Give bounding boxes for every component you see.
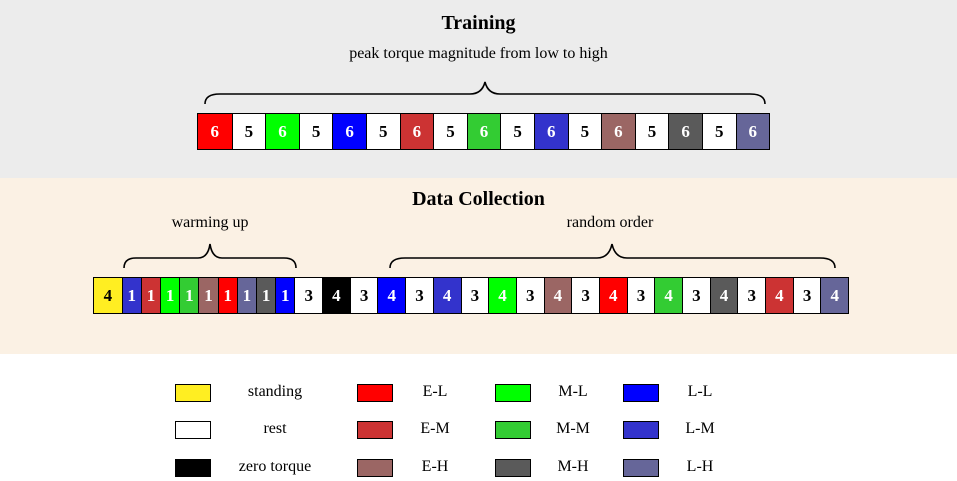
- sequence-cell: 5: [365, 114, 400, 149]
- legend-swatch-box: [175, 459, 211, 477]
- random-order-brace: [389, 243, 836, 269]
- sequence-cell: 6: [198, 114, 232, 149]
- legend-swatch-box: [357, 384, 393, 402]
- legend-label: M-M: [556, 420, 590, 437]
- legend-label: L-M: [685, 420, 715, 437]
- legend-swatch: [623, 383, 659, 403]
- warming-up-label: warming up: [171, 214, 249, 231]
- sequence-cell: 6: [399, 114, 434, 149]
- sequence-cell: 4: [543, 278, 572, 313]
- data-collection-panel: Data Collection warming up random order …: [0, 178, 957, 354]
- sequence-cell: 5: [500, 114, 534, 149]
- legend-swatch-box: [623, 384, 659, 402]
- sequence-cell: 5: [701, 114, 736, 149]
- sequence-cell: 1: [217, 278, 237, 313]
- legend-swatch: [175, 458, 211, 478]
- training-panel: Training peak torque magnitude from low …: [0, 0, 957, 178]
- legend-swatch: [175, 383, 211, 403]
- legend-swatch-box: [495, 459, 531, 477]
- legend-label: L-L: [687, 383, 713, 400]
- sequence-cell: 1: [198, 278, 218, 313]
- legend-swatch: [495, 383, 531, 403]
- legend-swatch: [623, 458, 659, 478]
- legend-swatch-box: [357, 421, 393, 439]
- legend-label: E-H: [421, 458, 449, 475]
- sequence-cell: 3: [792, 278, 821, 313]
- legend-label: L-H: [686, 458, 714, 475]
- sequence-cell: 5: [231, 114, 266, 149]
- sequence-cell: 3: [571, 278, 599, 313]
- legend-label: E-M: [420, 420, 450, 437]
- sequence-cell: 4: [488, 278, 516, 313]
- random-order-label: random order: [566, 214, 654, 231]
- sequence-cell: 4: [709, 278, 738, 313]
- sequence-cell: 3: [460, 278, 489, 313]
- sequence-cell: 1: [256, 278, 276, 313]
- sequence-cell: 1: [160, 278, 180, 313]
- sequence-cell: 1: [236, 278, 256, 313]
- legend-label: zero torque: [238, 458, 312, 475]
- sequence-cell: 3: [294, 278, 323, 313]
- warming-up-brace: [123, 243, 297, 269]
- sequence-cell: 4: [598, 278, 627, 313]
- legend-swatch-box: [175, 421, 211, 439]
- legend-swatch-box: [495, 421, 531, 439]
- sequence-cell: 4: [94, 278, 122, 313]
- sequence-cell: 6: [601, 114, 635, 149]
- legend-swatch: [357, 383, 393, 403]
- legend-label: standing: [247, 383, 303, 400]
- sequence-cell: 3: [405, 278, 433, 313]
- training-title: Training: [441, 12, 516, 34]
- sequence-cell: 1: [121, 278, 141, 313]
- legend-swatch: [175, 420, 211, 440]
- sequence-cell: 5: [567, 114, 602, 149]
- sequence-cell: 3: [515, 278, 544, 313]
- legend-swatch: [357, 420, 393, 440]
- legend-label: M-H: [557, 458, 589, 475]
- sequence-cell: 6: [332, 114, 366, 149]
- sequence-cell: 6: [533, 114, 568, 149]
- sequence-cell: 5: [298, 114, 333, 149]
- legend-label: M-L: [558, 383, 588, 400]
- legend-swatch: [357, 458, 393, 478]
- sequence-cell: 4: [322, 278, 350, 313]
- legend-swatch-box: [357, 459, 393, 477]
- sequence-cell: 6: [735, 114, 770, 149]
- sequence-cell: 4: [377, 278, 406, 313]
- legend-swatch: [495, 420, 531, 440]
- sequence-cell: 5: [634, 114, 669, 149]
- sequence-cell: 1: [179, 278, 199, 313]
- sequence-cell: 4: [654, 278, 682, 313]
- legend-swatch: [495, 458, 531, 478]
- sequence-cell: 6: [466, 114, 501, 149]
- sequence-cell: 3: [626, 278, 655, 313]
- legend-label: rest: [263, 420, 287, 437]
- legend-swatch-box: [175, 384, 211, 402]
- sequence-cell: 3: [349, 278, 378, 313]
- sequence-cell: 4: [765, 278, 793, 313]
- sequence-cell: 5: [433, 114, 467, 149]
- legend-swatch-box: [623, 459, 659, 477]
- sequence-cell: 4: [820, 278, 849, 313]
- sequence-cell: 1: [275, 278, 295, 313]
- training-subtitle: peak torque magnitude from low to high: [349, 45, 608, 62]
- legend-swatch-box: [495, 384, 531, 402]
- sequence-cell: 4: [432, 278, 461, 313]
- sequence-cell: 3: [737, 278, 766, 313]
- legend-label: E-L: [422, 383, 448, 400]
- sequence-cell: 6: [668, 114, 702, 149]
- sequence-cell: 6: [265, 114, 299, 149]
- data-collection-title: Data Collection: [412, 188, 545, 210]
- legend-swatch: [623, 420, 659, 440]
- training-brace: [204, 81, 766, 105]
- legend-swatch-box: [623, 421, 659, 439]
- sequence-cell: 3: [682, 278, 710, 313]
- sequence-cell: 1: [140, 278, 161, 313]
